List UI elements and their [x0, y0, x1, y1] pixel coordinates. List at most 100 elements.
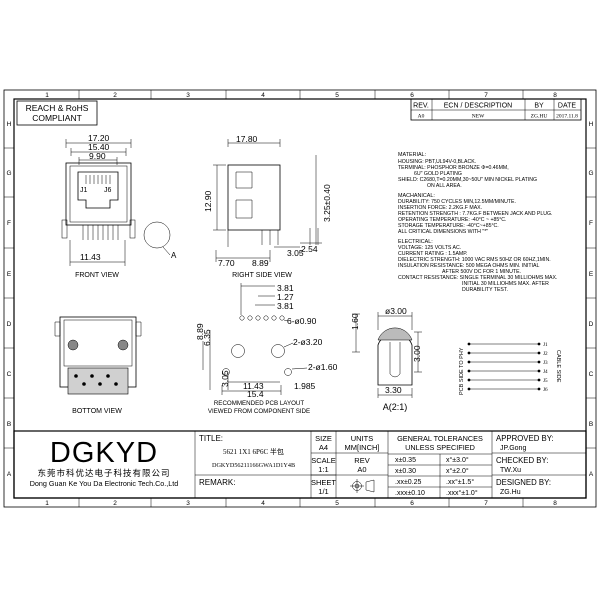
- size-value: A4: [319, 443, 328, 452]
- spec-electrical-line: DIELECTRIC STRENGTH: 1000 VAC RMS 50HZ O…: [398, 257, 551, 263]
- revision-table: REV. ECN / DESCRIPTION BY DATE A0 NEW ZG…: [410, 98, 582, 121]
- title-block: DGKYD 东莞市科优达电子科技有限公司 Dong Guan Ke You Da…: [13, 430, 587, 499]
- pcb-side-label: PCB SIDE TO PHY: [459, 347, 465, 395]
- dim-detail-1-60: 1.60: [350, 313, 360, 330]
- tolerance-angular: .xxx°±1.0°: [446, 489, 478, 497]
- pin-wiring: PCB SIDE TO PHY CABLE SIDE J1 J2 J3 J4 J…: [459, 342, 561, 395]
- compliance-text-line2: COMPLIANT: [32, 113, 82, 123]
- col-label-top: 8: [553, 92, 557, 99]
- designed-value: ZG.Hu: [500, 489, 521, 496]
- col-label-bottom: 5: [335, 500, 339, 507]
- dim-side-2-54: 2.54: [301, 244, 318, 254]
- detail-a: ø3.00 1.60 3.00 3.30 A(2:1): [350, 306, 422, 412]
- dim-pcb-1-985: 1.985: [294, 381, 316, 391]
- row-label-right: E: [589, 271, 594, 278]
- row-label-right: H: [589, 121, 594, 128]
- pcb-title-line2: VIEWED FROM COMPONENT SIDE: [208, 408, 310, 415]
- spec-electrical-line: AFTER 500V DC FOR 1 MINUTE.: [442, 269, 521, 275]
- rev-cell-by: ZG.HU: [531, 114, 548, 120]
- spec-electrical-line: CONTACT RESISTANCE: SINGLE TERMINAL 30 M…: [398, 275, 557, 281]
- compliance-text-line1: REACH & RoHS: [26, 103, 89, 113]
- spec-electrical-line: CURRENT RATING : 1.5AMP.: [398, 251, 467, 257]
- pin-label: J6: [543, 387, 548, 393]
- rev-cell-desc: NEW: [472, 114, 485, 120]
- detail-a-ref: A: [171, 251, 177, 260]
- col-label-top: 7: [484, 92, 488, 99]
- cable-side-label: CABLE SIDE: [555, 350, 561, 383]
- rev-value: A0: [357, 465, 366, 474]
- dim-pcb-15-4: 15.4: [247, 389, 264, 399]
- dim-side-height: 12.90: [203, 190, 213, 212]
- col-label-top: 3: [186, 92, 190, 99]
- dim-pcb-6-35: 6.35: [202, 329, 212, 346]
- row-label-left: C: [7, 371, 12, 378]
- rev-header-rev: REV.: [413, 103, 429, 110]
- row-label-left: H: [7, 121, 12, 128]
- units-value: MM[INCH]: [345, 443, 380, 452]
- row-label-right: C: [589, 371, 594, 378]
- dim-front-inner: 9.90: [89, 151, 106, 161]
- dim-pcb-3-05: 3.05: [220, 370, 230, 387]
- bottom-view-title: BOTTOM VIEW: [72, 408, 122, 415]
- row-label-left: A: [7, 471, 12, 478]
- row-label-right: B: [589, 421, 593, 428]
- rev-cell-date: 2017.11.8: [556, 114, 578, 120]
- col-label-bottom: 8: [553, 500, 557, 507]
- pcb-title-line1: RECOMMENDED PCB LAYOUT: [214, 400, 305, 407]
- tolerance-linear: .xxx±0.10: [395, 490, 425, 497]
- bottom-view: BOTTOM VIEW: [54, 316, 142, 415]
- dim-detail-3-00: 3.00: [412, 345, 422, 362]
- projection-symbol-icon: [350, 479, 375, 493]
- pin-label: J2: [543, 351, 548, 357]
- row-label-left: B: [7, 421, 11, 428]
- approved-label: APPROVED BY:: [496, 434, 554, 443]
- row-label-left: G: [6, 170, 11, 177]
- company-name-en: Dong Guan Ke You Da Electronic Tech.Co.,…: [30, 479, 179, 488]
- pin-label: J1: [543, 342, 548, 348]
- rev-label: REV: [354, 456, 369, 465]
- col-label-top: 1: [45, 92, 49, 99]
- spec-material-line: SHIELD: C2680,T=0.20MM,30~50U" MIN NICKE…: [398, 177, 537, 183]
- tolerance-header-line1: GENERAL TOLERANCES: [397, 434, 483, 443]
- spec-material-line: TERMINAL: PHOSPHOR BRONZE Φ=0.46MM,: [398, 165, 509, 171]
- spec-material-line: HOUSING: PBT,UL94V-0,BLACK.: [398, 159, 476, 165]
- approved-value: JP.Gong: [500, 445, 526, 452]
- tolerance-angular: .xx°±1.5°: [446, 478, 474, 486]
- title-label: TITLE:: [199, 434, 223, 443]
- spec-electrical-title: ELECTRICAL:: [398, 239, 433, 245]
- dim-side-3-05: 3.05: [287, 248, 304, 258]
- spec-material-line: 6U" GOLD PLATING: [414, 171, 462, 177]
- col-label-top: 4: [261, 92, 265, 99]
- col-label-top: 6: [410, 92, 414, 99]
- pin-label: J5: [543, 378, 548, 384]
- dim-pcb-8-89: 8.89: [195, 323, 205, 340]
- col-label-bottom: 1: [45, 500, 49, 507]
- dim-pcb-holes-mount: 2-ø1.60: [308, 362, 338, 372]
- dim-side-7-70: 7.70: [218, 258, 235, 268]
- checked-value: TW.Xu: [500, 467, 521, 474]
- pcb-layout: 3.81 1.27 3.81 8.89 6.35 6-ø0.90 2-ø3.20…: [195, 283, 338, 415]
- spec-electrical-line: VOLTAGE: 125 VOLTS AC.: [398, 245, 461, 251]
- dim-pcb-11-43: 11.43: [243, 381, 264, 391]
- col-label-bottom: 2: [113, 500, 117, 507]
- dim-side-8-89: 8.89: [252, 258, 269, 268]
- spec-electrical-line: DURABILITY TEST.: [462, 287, 508, 293]
- front-label-j6: J6: [104, 187, 112, 194]
- rev-header-date: DATE: [558, 103, 576, 110]
- row-label-right: F: [589, 220, 593, 227]
- tolerance-linear: .xx±0.25: [395, 479, 422, 486]
- rev-header-by: BY: [534, 103, 544, 110]
- sheet-label: SHEET: [311, 478, 336, 487]
- pin-label: J4: [543, 369, 548, 375]
- dim-pcb-1-27: 1.27: [277, 292, 294, 302]
- spec-mechanical-line: DURABILITY: 750 CYCLES MIN,12.5MM/MINUTE…: [398, 199, 516, 205]
- col-label-bottom: 3: [186, 500, 190, 507]
- dim-pcb-holes-small: 6-ø0.90: [287, 316, 317, 326]
- spec-material-title: MATERIAL:: [398, 152, 426, 158]
- row-label-left: E: [7, 271, 12, 278]
- spec-mechanical-line: INSERTION FORCE: 2.2KG.F MAX.: [398, 205, 482, 211]
- spec-mechanical-line: ALL CRITICAL DIMENSIONS WITH "*": [398, 229, 488, 235]
- size-label: SIZE: [315, 434, 332, 443]
- spec-mechanical-line: OPERATING TEMPERATURE: -40°C ~ +85°C.: [398, 217, 507, 223]
- front-view: 17.20 15.40 9.90 J1 J6 A 11.43 FRO: [61, 133, 177, 279]
